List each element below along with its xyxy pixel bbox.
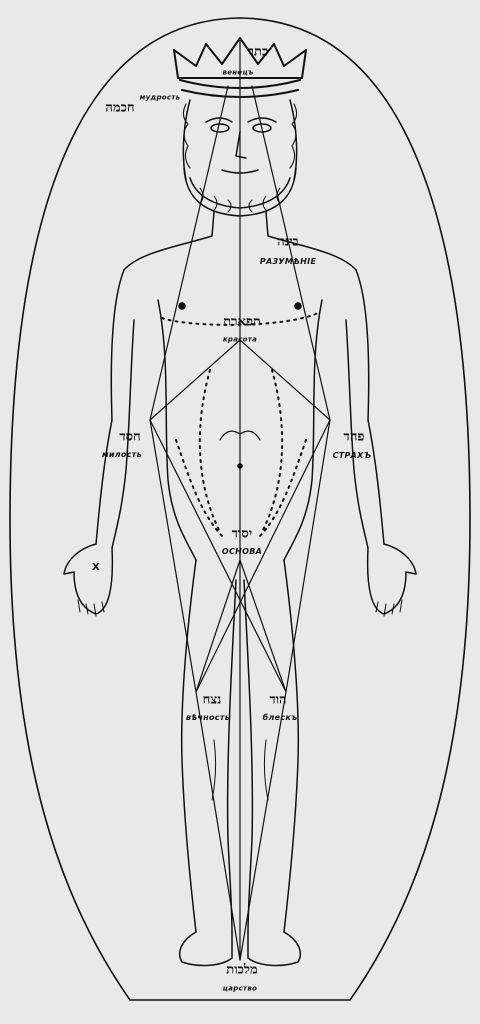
hod-russian-label: блескъ xyxy=(262,713,298,722)
chesed-russian-label: милость xyxy=(101,450,143,459)
binah-hebrew-label: בינה xyxy=(277,234,299,250)
hod-hebrew-label: הוד xyxy=(269,692,287,708)
malkhut-hebrew-label: מלכות xyxy=(226,962,258,978)
legs xyxy=(178,559,302,967)
chesed-hebrew-label: חסד xyxy=(119,429,141,445)
arms xyxy=(63,319,417,617)
netzach-hebrew-label: נצח xyxy=(202,692,222,708)
sefirotic-paths xyxy=(149,85,331,961)
tiferet-hebrew-label: תפארת xyxy=(223,314,261,330)
torso xyxy=(110,211,370,561)
gevurah-russian-label: СТРАХЪ xyxy=(332,451,372,460)
yesod-hebrew-label: יסוד xyxy=(231,526,253,542)
yesod-russian-label: ОСНОВА xyxy=(221,547,263,556)
enclosing-oval xyxy=(9,17,471,1001)
head xyxy=(182,99,298,217)
keter-russian-label: венецъ xyxy=(222,68,254,77)
palm-mark: X xyxy=(91,562,101,573)
binah-russian-label: РАЗУМѢНIЕ xyxy=(259,257,317,266)
netzach-russian-label: вѣчность xyxy=(185,713,231,722)
dotted-contours xyxy=(161,311,321,537)
gevurah-hebrew-label: פחד xyxy=(343,429,365,445)
malkhut-russian-label: царство xyxy=(222,984,258,993)
chokhmah-hebrew-label: חכמה xyxy=(105,100,135,116)
chokhmah-russian-label: мудрость xyxy=(139,93,181,102)
tiferet-russian-label: красота xyxy=(222,335,258,344)
keter-hebrew-label: כתר xyxy=(247,44,269,60)
